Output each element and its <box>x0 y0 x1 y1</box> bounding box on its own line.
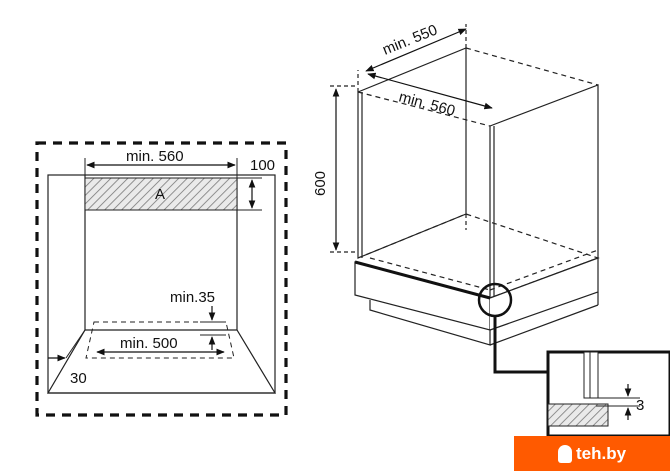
panel-a <box>84 177 238 211</box>
teh-by-watermark: teh.by <box>514 436 670 471</box>
front-view: A min. 560 100 min.35 min. 500 30 <box>35 141 288 417</box>
watermark-text: teh.by <box>575 443 627 463</box>
logo-mark-icon <box>557 444 572 463</box>
corner-label: 30 <box>70 370 87 387</box>
width-label: min. 560 <box>126 148 184 165</box>
cabinet-dashed-outline <box>35 141 288 417</box>
panel-a-label: A <box>155 186 165 203</box>
gap-label: min.35 <box>170 289 215 306</box>
iso-height-label: 600 <box>312 171 329 196</box>
height-label: 100 <box>250 157 275 174</box>
cabinet-floor <box>46 329 277 394</box>
left-side-panel <box>357 47 467 259</box>
isometric-view <box>330 24 600 374</box>
detail-gap-label: 3 <box>636 397 644 414</box>
detail-inset: 3 <box>546 350 670 438</box>
depth-dimension-line <box>365 28 467 72</box>
width-dimension-line-iso <box>367 72 493 110</box>
floor-label: min. 500 <box>120 335 178 352</box>
